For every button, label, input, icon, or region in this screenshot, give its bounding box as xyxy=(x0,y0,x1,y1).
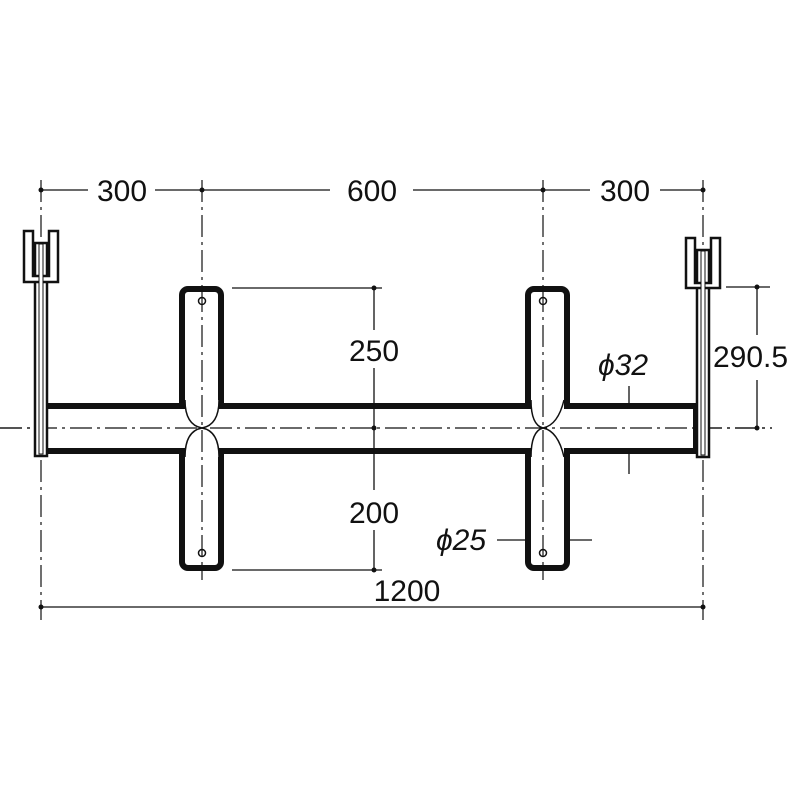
top-dimension xyxy=(38,187,706,193)
arm-tube-diameter-label: ϕ25 xyxy=(436,524,486,557)
main-tube-diameter-label: ϕ32 xyxy=(598,349,648,382)
center-span-label: 600 xyxy=(347,175,397,208)
upper-arm-label: 250 xyxy=(349,335,399,368)
left-wall-bracket xyxy=(22,229,60,458)
bracket-height-label: 290.5 xyxy=(713,341,788,374)
bracket-height-dimension xyxy=(726,284,770,431)
overall-width-dimension xyxy=(38,604,706,610)
left-span-label: 300 xyxy=(97,175,147,208)
right-wall-bracket xyxy=(684,236,722,459)
arm-dimension xyxy=(232,285,382,573)
lower-arm-label: 200 xyxy=(349,497,399,530)
overall-width-label: 1200 xyxy=(374,575,441,608)
right-span-label: 300 xyxy=(600,175,650,208)
